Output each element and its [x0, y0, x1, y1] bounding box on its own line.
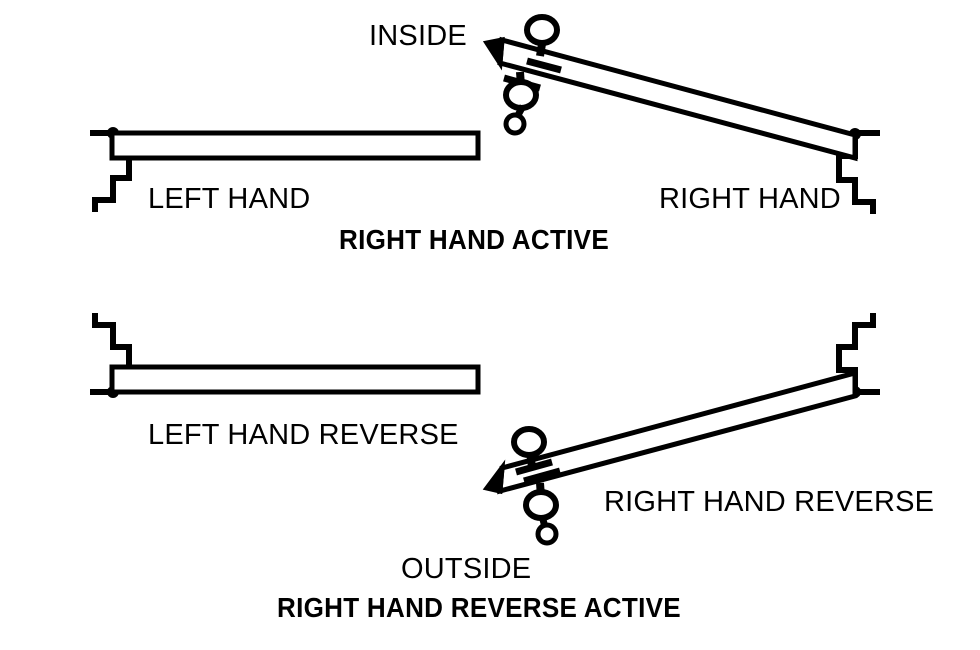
door-knob-bottom-lower	[523, 489, 559, 521]
knob-rose-bottom-lower	[523, 467, 561, 485]
door-edge-bevel-top	[482, 36, 505, 71]
right-hand-door-leaf-top	[482, 36, 858, 162]
left-hand-reverse-door-leaf	[109, 364, 481, 395]
caption-right-hand-reverse-active: RIGHT HAND REVERSE ACTIVE	[277, 592, 681, 623]
label-left-hand-reverse: LEFT HAND REVERSE	[148, 419, 459, 451]
left-hand-door-leaf-top	[109, 130, 481, 161]
label-left-hand: LEFT HAND	[148, 183, 311, 215]
door-knob-top-lower	[503, 79, 539, 111]
thumbturn-bottom	[535, 522, 559, 546]
label-right-hand: RIGHT HAND	[659, 183, 841, 215]
label-right-hand-reverse: RIGHT HAND REVERSE	[604, 486, 935, 518]
door-knob-bottom-upper	[511, 426, 547, 458]
door-hardware-top	[503, 14, 562, 136]
top-panel-graphics	[90, 14, 880, 214]
bottom-panel-graphics	[90, 313, 880, 546]
knob-rose-top-upper	[526, 57, 562, 74]
caption-right-hand-active: RIGHT HAND ACTIVE	[339, 224, 609, 255]
thumbturn-top	[503, 112, 527, 136]
right-hand-reverse-door-leaf	[482, 369, 858, 495]
label-outside: OUTSIDE	[401, 553, 532, 585]
label-inside: INSIDE	[369, 20, 467, 52]
door-edge-bevel-bottom	[482, 459, 506, 495]
knob-rose-bottom-upper	[515, 458, 553, 476]
door-hardware-bottom	[511, 426, 561, 546]
door-knob-top-upper	[524, 14, 560, 46]
